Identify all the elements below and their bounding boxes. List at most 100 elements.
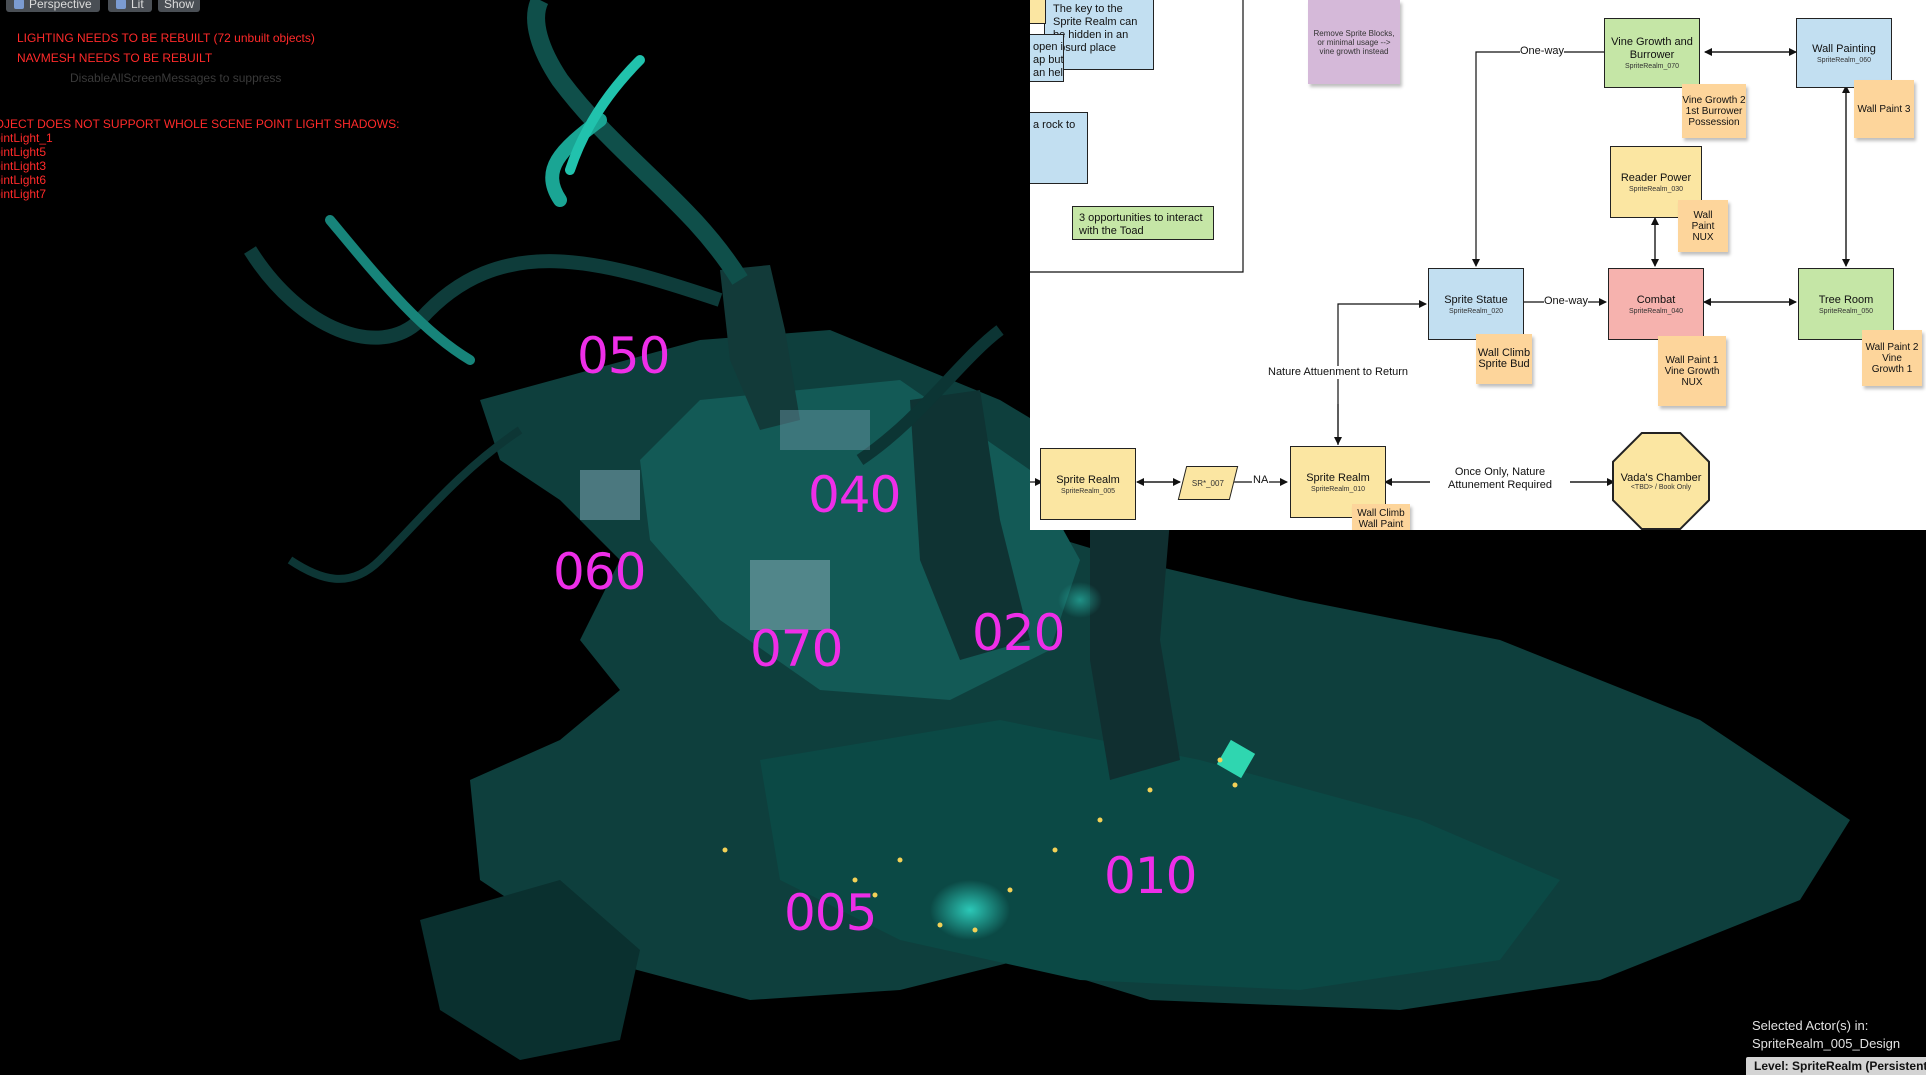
point-light-item: PointLight3 xyxy=(0,159,47,173)
node-vine-growth-title: Vine Growth and Burrower xyxy=(1611,36,1693,61)
edge-label-nature-return: Nature Attuenment to Return xyxy=(1268,366,1409,379)
root-branch xyxy=(565,55,645,175)
sticky-wall-climb-text: Wall Climb Sprite Bud xyxy=(1477,347,1531,370)
tree-trunk xyxy=(1090,520,1180,780)
sticky-vine-growth-2-text: Vine Growth 2 1st Burrower Possession xyxy=(1682,94,1746,128)
root-branch xyxy=(244,246,723,345)
sticky-wall-paint-3-text: Wall Paint 3 xyxy=(1857,103,1911,115)
node-tree-room: Tree Room SpriteRealm_050 xyxy=(1798,268,1894,340)
level-badge: Level: SpriteRealm (Persistent) xyxy=(1746,1057,1926,1075)
node-vine-growth: Vine Growth and Burrower SpriteRealm_070 xyxy=(1604,18,1700,88)
glow-area xyxy=(1058,582,1102,618)
sticky-wall-climb-paint: Wall Climb Wall Paint xyxy=(1352,504,1410,530)
node-combat-title: Combat xyxy=(1636,293,1676,306)
perspective-icon xyxy=(14,0,24,9)
node-combat-sub: SpriteRealm_040 xyxy=(1628,307,1684,315)
diagram-connectors xyxy=(1030,0,1850,486)
tree-trunk xyxy=(910,390,1030,660)
note-rock-partial: a rock to xyxy=(1030,112,1088,184)
root-branch xyxy=(856,325,1004,465)
node-tree-room-title: Tree Room xyxy=(1818,293,1874,306)
selected-actors-status: Selected Actor(s) in: SpriteRealm_005_De… xyxy=(1752,1017,1900,1053)
flow-diagram-overlay: The key to the Sprite Realm can be hidde… xyxy=(1030,0,1926,530)
room-label-020: 020 xyxy=(972,604,1065,662)
node-reader-power-sub: SpriteRealm_030 xyxy=(1628,185,1684,193)
sticky-vine-growth-2: Vine Growth 2 1st Burrower Possession xyxy=(1682,84,1746,138)
node-sr-007: SR*_007 xyxy=(1177,466,1239,500)
note-toad: 3 opportunities to interact with the Toa… xyxy=(1072,206,1214,240)
show-label: Show xyxy=(164,0,195,11)
selected-actors-line2: SpriteRealm_005_Design xyxy=(1752,1036,1901,1051)
node-sprite-statue-sub: SpriteRealm_020 xyxy=(1448,307,1504,315)
sticky-wall-paint-1-text: Wall Paint 1 Vine Growth NUX xyxy=(1664,354,1720,388)
note-toad-text: 3 opportunities to interact with the Toa… xyxy=(1079,212,1203,237)
edge-label-once-only: Once Only, Nature Attunement Required xyxy=(1430,466,1570,492)
node-sprite-statue: Sprite Statue SpriteRealm_020 xyxy=(1428,268,1524,340)
point-light-item: PointLight6 xyxy=(0,173,47,187)
suppress-hint: DisableAllScreenMessages to suppress xyxy=(70,71,282,85)
note-key-hidden-text: The key to the Sprite Realm can be hidde… xyxy=(1053,3,1138,54)
room-label-050: 050 xyxy=(577,327,670,385)
lighting-warning: LIGHTING NEEDS TO BE REBUILT (72 unbuilt… xyxy=(17,31,315,45)
node-sprite-realm-005-title: Sprite Realm xyxy=(1056,473,1120,486)
ruins xyxy=(750,560,830,630)
root-branch xyxy=(325,215,475,365)
note-yellow-partial xyxy=(1030,0,1046,24)
ruins xyxy=(580,470,640,520)
node-wall-painting: Wall Painting SpriteRealm_060 xyxy=(1796,18,1892,88)
room-label-070: 070 xyxy=(750,620,843,678)
node-sprite-statue-title: Sprite Statue xyxy=(1444,293,1508,306)
edge-label-one-way-top: One-way xyxy=(1520,45,1565,58)
node-sr-007-title: SR*_007 xyxy=(1191,479,1224,488)
sticky-wall-paint-1: Wall Paint 1 Vine Growth NUX xyxy=(1658,336,1726,406)
node-vine-growth-sub: SpriteRealm_070 xyxy=(1624,63,1680,70)
room-label-005: 005 xyxy=(784,884,877,942)
root-branch xyxy=(287,426,523,583)
point-light-item: PointLight7 xyxy=(0,187,47,201)
node-vadas-chamber: Vada's Chamber <TBD> / Book Only xyxy=(1612,432,1710,530)
sticky-wall-paint-nux: Wall Paint NUX xyxy=(1678,200,1728,252)
room-label-010: 010 xyxy=(1104,847,1197,905)
lit-button[interactable]: Lit xyxy=(108,0,152,12)
root-branch xyxy=(527,0,748,285)
node-sprite-realm-005-sub: SpriteRealm_005 xyxy=(1060,487,1116,495)
shadow-warning: PROJECT DOES NOT SUPPORT WHOLE SCENE POI… xyxy=(0,117,400,131)
sticky-wall-paint-nux-text: Wall Paint NUX xyxy=(1691,209,1715,243)
cliff-left xyxy=(420,880,640,1060)
sticky-wall-paint-2-text: Wall Paint 2 Vine Growth 1 xyxy=(1865,341,1919,375)
perspective-label: Perspective xyxy=(29,0,92,11)
perspective-button[interactable]: Perspective xyxy=(6,0,100,12)
room-label-060: 060 xyxy=(553,543,646,601)
sticky-wall-climb: Wall Climb Sprite Bud xyxy=(1476,334,1532,384)
node-sprite-realm-010-sub: SpriteRealm_010 xyxy=(1310,485,1366,493)
sticky-wall-paint-3: Wall Paint 3 xyxy=(1854,80,1914,138)
node-sprite-realm-010-title: Sprite Realm xyxy=(1306,471,1370,484)
show-button[interactable]: Show xyxy=(158,0,200,12)
room-label-040: 040 xyxy=(808,466,901,524)
crystal xyxy=(1216,739,1256,779)
node-sprite-realm-005: Sprite Realm SpriteRealm_005 xyxy=(1040,448,1136,520)
sticky-wall-paint-2: Wall Paint 2 Vine Growth 1 xyxy=(1862,330,1922,386)
node-vadas-chamber-title: Vada's Chamber xyxy=(1620,471,1702,484)
lit-icon xyxy=(116,0,126,9)
tree-trunk xyxy=(720,265,800,430)
glow-area xyxy=(930,880,1010,940)
point-light-item: PointLight_1 xyxy=(0,131,53,145)
node-reader-power-title: Reader Power xyxy=(1620,171,1692,184)
sticky-purple-text: Remove Sprite Blocks, or minimal usage -… xyxy=(1313,28,1395,56)
note-open-partial: open is ap but an help us xyxy=(1030,34,1064,82)
point-light-item: PointLight5 xyxy=(0,145,47,159)
navmesh-warning: NAVMESH NEEDS TO BE REBUILT xyxy=(17,51,213,65)
path-lights xyxy=(722,757,1238,933)
sticky-purple-sprite-blocks: Remove Sprite Blocks, or minimal usage -… xyxy=(1308,0,1400,84)
sticky-wall-climb-paint-text: Wall Climb Wall Paint xyxy=(1357,508,1405,530)
edge-label-one-way-mid: One-way xyxy=(1544,295,1589,308)
node-vadas-chamber-sub: <TBD> / Book Only xyxy=(1630,483,1692,491)
node-combat: Combat SpriteRealm_040 xyxy=(1608,268,1704,340)
node-tree-room-sub: SpriteRealm_050 xyxy=(1818,307,1874,315)
node-wall-painting-sub: SpriteRealm_060 xyxy=(1816,56,1872,64)
ruins xyxy=(780,410,870,450)
lit-label: Lit xyxy=(131,0,144,11)
